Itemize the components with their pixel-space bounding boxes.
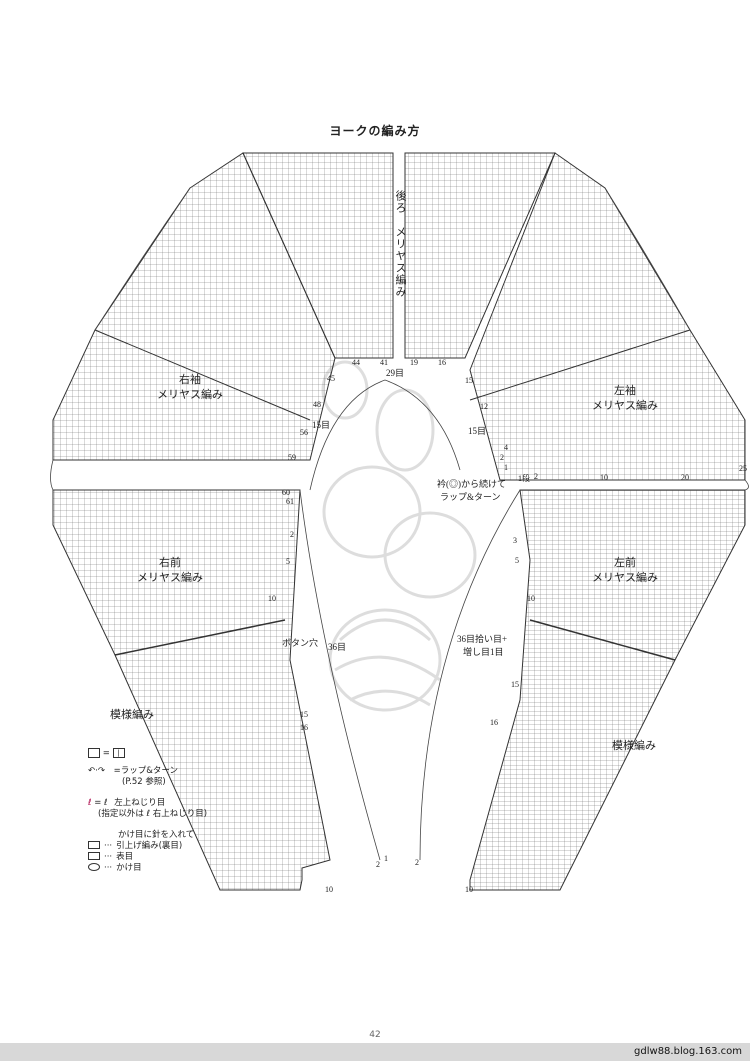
row-number: 2 [415, 858, 419, 867]
twist-right-icon: ℓ [143, 808, 153, 819]
right-sleeve-sub: メリヤス編み [157, 388, 223, 401]
left-front-grid [469, 489, 746, 891]
row-number: 41 [380, 358, 388, 367]
count-15-left: 15目 [312, 420, 331, 430]
row-number: 44 [352, 358, 360, 367]
watermark-image [321, 360, 477, 712]
row-number: 61 [286, 497, 294, 506]
yarn-over-icon [88, 863, 100, 871]
left-sleeve-label: 左袖 メリヤス編み [575, 383, 675, 413]
outline-curves [50, 187, 749, 861]
legend-wrap-ref: (P.52 参照) [122, 776, 166, 787]
row-number: 10 [527, 594, 535, 603]
legend-wrap-text: =ラップ&ターン [113, 765, 178, 776]
page-title: ヨークの編み方 [329, 124, 421, 138]
row-number: 1 [504, 463, 508, 472]
row-number: 4 [504, 443, 508, 452]
legend-row-wrap: ↶·↷ =ラップ&ターン (P.52 参照) [88, 766, 207, 788]
right-front-label: 右前 メリヤス編み [120, 555, 220, 585]
row-number: 5 [286, 557, 290, 566]
legend-row-twist: ℓ = ℓ 左上ねじり目 (指定以外は ℓ 右上ねじり目) [88, 798, 207, 820]
left-front-sub: メリヤス編み [592, 571, 658, 584]
row-number: 5 [515, 556, 519, 565]
legend-row-slip: かけ目に針を入れて ···引上げ編み(裏目) ···表目 ···かけ目 [88, 830, 207, 874]
back-name: 後ろ [394, 190, 407, 214]
legend-twist-note: (指定以外は [98, 808, 144, 819]
collar-note-2: ラップ&ターン [440, 492, 501, 502]
row-number: 15 [300, 710, 308, 719]
page-number: 42 [369, 1030, 381, 1040]
count-15-right: 15目 [468, 426, 487, 436]
right-front-name: 右前 [159, 556, 181, 569]
legend: = | ↶·↷ =ラップ&ターン (P.52 参照) ℓ = ℓ 左上ねじり目 … [88, 748, 207, 874]
twist-left-icon: ℓ [88, 797, 92, 808]
row-number: 12 [480, 402, 488, 411]
row-number: 20 [681, 473, 689, 482]
site-watermark: gdlw88.blog.163.com [634, 1046, 742, 1057]
row-number: 15 [511, 680, 519, 689]
legend-twist-text: 左上ねじり目 [114, 797, 166, 808]
row-number: 16 [490, 718, 498, 727]
row-number: 45 [327, 374, 335, 383]
purl-slip-icon [88, 841, 100, 849]
left-front-label: 左前 メリヤス編み [575, 555, 675, 585]
twist-icon: ℓ [104, 797, 108, 808]
row-number: 16 [300, 723, 308, 732]
legend-eq: = [102, 748, 113, 759]
knit-icon [88, 852, 100, 860]
count-36: 36目 [328, 642, 347, 652]
row-number: 16 [438, 358, 446, 367]
row-number: 3 [513, 536, 517, 545]
row-number: 2 [534, 472, 538, 481]
empty-square-icon [88, 748, 100, 758]
count-29: 29目 [386, 368, 405, 378]
row-number: 10 [268, 594, 276, 603]
legend-twist-note2: 右上ねじり目) [152, 808, 208, 819]
row-number: 10 [600, 473, 608, 482]
knit-symbol-icon: | [112, 748, 125, 758]
row-number: 10 [325, 885, 333, 894]
right-front-grid [52, 489, 331, 891]
legend-slip-d: かけ目 [116, 862, 142, 873]
footer-bar [0, 1043, 750, 1061]
legend-eq2: = [94, 797, 105, 808]
right-sleeve-name: 右袖 [179, 373, 201, 386]
row-number: 10 [465, 885, 473, 894]
button-hole-note: ボタン穴 [282, 638, 319, 648]
row-number: 19 [410, 358, 418, 367]
row-number: 48 [313, 400, 321, 409]
pickup-note-2: 増し目1目 [463, 647, 504, 657]
right-sleeve-grid [52, 152, 336, 461]
wrap-turn-icon: ↶·↷ [88, 765, 105, 776]
right-sleeve-label: 右袖 メリヤス編み [140, 372, 240, 402]
legend-slip-b: 引上げ編み(裏目) [116, 840, 183, 851]
left-front-name: 左前 [614, 556, 636, 569]
left-sleeve-name: 左袖 [614, 384, 636, 397]
collar-note: 衿(◎)から続けて [437, 479, 506, 489]
one-row-note: 1段 [518, 474, 530, 483]
left-sleeve-sub: メリヤス編み [592, 399, 658, 412]
legend-slip-c: 表目 [116, 851, 134, 862]
back-sub: メリヤス編み [394, 226, 407, 298]
pickup-note: 36目拾い目+ [457, 634, 508, 644]
pattern-label-left: 模様編み [110, 708, 154, 721]
legend-row-knit: = | [88, 748, 207, 760]
right-front-sub: メリヤス編み [137, 571, 203, 584]
row-number: 1 [384, 854, 388, 863]
pattern-label-right: 模様編み [612, 739, 656, 752]
row-number: 56 [300, 428, 308, 437]
row-number: 60 [282, 488, 290, 497]
row-number: 2 [376, 860, 380, 869]
legend-slip-a: かけ目に針を入れて [118, 829, 195, 840]
row-number: 2 [500, 453, 504, 462]
row-number: 2 [290, 530, 294, 539]
back-panel-grid [242, 152, 556, 359]
row-number: 25 [739, 464, 747, 473]
back-panel-label: 後ろ メリヤス編み [392, 190, 408, 298]
left-sleeve-grid [469, 152, 746, 481]
row-number: 59 [288, 453, 296, 462]
row-number: 15 [465, 376, 473, 385]
